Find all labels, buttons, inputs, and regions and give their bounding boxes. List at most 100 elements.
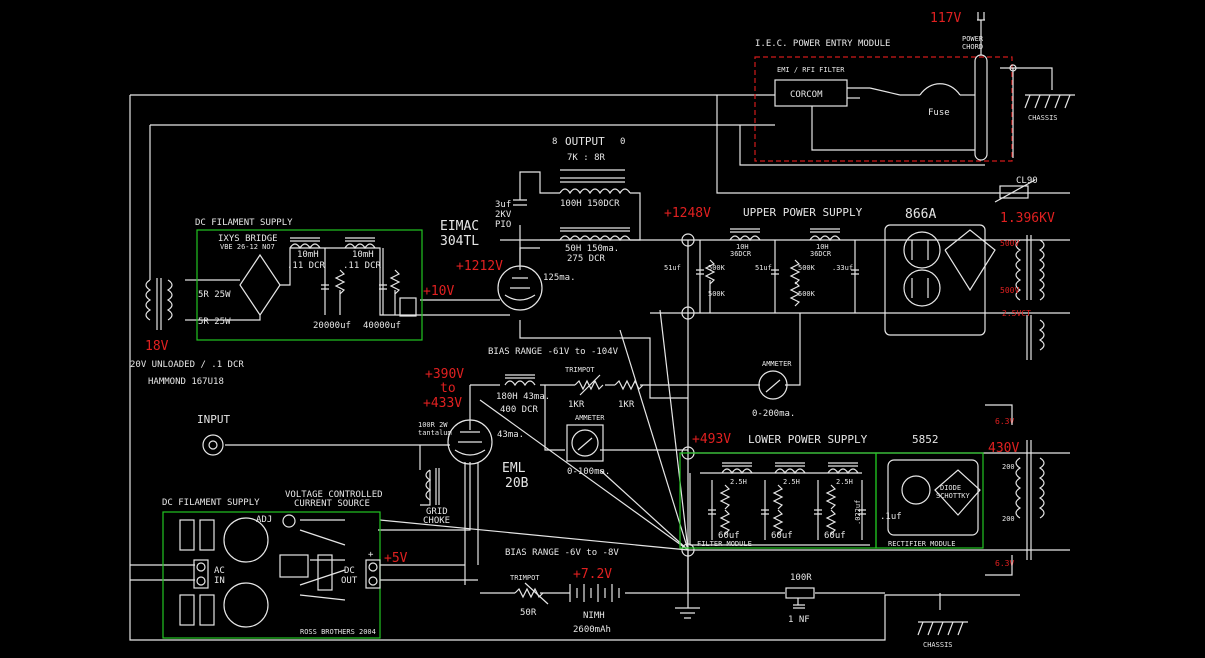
- upper-res-c: 500K: [798, 264, 816, 272]
- upper-b-plus-node: [681, 233, 695, 247]
- upper-res-a: 500K: [708, 264, 726, 272]
- output-pin-b: 0: [620, 137, 625, 147]
- rc-resistor: 100R: [790, 573, 812, 583]
- lower-ps-title: LOWER POWER SUPPLY: [748, 433, 868, 446]
- corcom-label: CORCOM: [790, 90, 823, 100]
- ammeter-icon: [758, 370, 788, 400]
- fil-top-ind-b-2: .11 DCR: [343, 261, 382, 271]
- grid-choke-a: GRID: [426, 507, 448, 517]
- input-label: INPUT: [197, 413, 230, 426]
- lower-ind-a: 2.5H: [730, 478, 747, 486]
- ground-node: [681, 543, 695, 557]
- fil-top-ind-b-1: 10mH: [352, 250, 374, 260]
- choke-spec-b: 275 DCR: [567, 254, 606, 264]
- fil-top-ind-a-1: 10mH: [297, 250, 319, 260]
- upper-ind-a-1: 10H: [736, 243, 749, 251]
- fil-top-cap-a: 20000uf: [313, 321, 351, 331]
- upper-ps-title: UPPER POWER SUPPLY: [743, 206, 863, 219]
- output-tube-plate-voltage: +1212V: [456, 259, 503, 274]
- lower-wind-b: 200: [1002, 515, 1015, 523]
- bias-lower-range: BIAS RANGE -6V to -8V: [505, 548, 619, 558]
- power-cord-label-a: POWER: [962, 35, 984, 43]
- primary-spec: 100H 150DCR: [560, 199, 620, 209]
- lower-cap-a: 60uf: [718, 531, 740, 541]
- rc-capacitor: 1 NF: [788, 615, 810, 625]
- driver-tube-envelope: [447, 419, 493, 465]
- fil-bot-credit: ROSS BROTHERS 2004: [300, 628, 376, 636]
- coupling-cap-b: 2KV: [495, 210, 512, 220]
- lower-ind-c: 2.5H: [836, 478, 853, 486]
- coupling-cap-a: 3uf: [495, 200, 511, 210]
- meter-b-range: 0-100ma.: [567, 467, 610, 477]
- mains-voltage: 117V: [930, 11, 961, 26]
- battery-type: NIMH: [583, 611, 605, 621]
- choke-spec-a: 50H 150ma.: [565, 244, 619, 254]
- lower-bias-network: BIAS RANGE -6V to -8V TRIMPOT 50R +7.2V …: [505, 548, 968, 649]
- bias-lower-r: 50R: [520, 608, 537, 618]
- upper-bias-network: BIAS RANGE -61V to -104V 180H 43ma. 400 …: [488, 347, 795, 477]
- fil-top-ind-a-2: .11 DCR: [287, 261, 326, 271]
- fuse-label: Fuse: [928, 108, 950, 118]
- rectifier-module-label: RECTIFIER MODULE: [888, 540, 955, 548]
- lower-fil-a: 6.3V: [995, 417, 1014, 426]
- output-impedance: 7K : 8R: [567, 153, 606, 163]
- fil-top-cap-b: 40000uf: [363, 321, 401, 331]
- chassis-ground-icon: [917, 621, 968, 636]
- upper-return-node: [681, 306, 695, 320]
- lower-cap-b: 60uf: [771, 531, 793, 541]
- driver-current: 43ma.: [497, 430, 524, 440]
- output-tube-envelope: [497, 265, 543, 311]
- driver-plate-v-c: +433V: [423, 396, 462, 411]
- upper-cap-b: 51uf: [755, 264, 772, 272]
- fil-top-xfmr-spec: 20V UNLOADED / .1 DCR: [130, 360, 244, 370]
- output-transformer: 8 OUTPUT 0 7K : 8R 100H 150DCR 50H 150ma…: [495, 135, 631, 264]
- grid-choke-b: CHOKE: [423, 516, 450, 526]
- fil-top-r-b: 5R 25W: [198, 317, 231, 327]
- fil-bot-adj: ADJ: [256, 515, 272, 525]
- upper-secondary-voltage: 1.396KV: [1000, 211, 1055, 226]
- meter-a-label: AMMETER: [762, 360, 792, 368]
- driver-name-a: EML: [502, 461, 526, 476]
- coupling-cap-c: PIO: [495, 220, 511, 230]
- driver-name-b: 20B: [505, 476, 529, 491]
- iec-module-outline: [754, 56, 1013, 162]
- chassis-ground-icon: [1024, 94, 1075, 109]
- battery-icon: [569, 584, 620, 602]
- upper-ind-b-1: 10H: [816, 243, 829, 251]
- grid-resistor-a: 100R 2W: [418, 421, 448, 429]
- power-cord-body: [974, 54, 988, 161]
- power-cord-label-b: CHORD: [962, 43, 983, 51]
- svg-text:+: +: [368, 550, 374, 560]
- main-wiring: [129, 94, 1070, 641]
- emi-filter-label: EMI / RFI FILTER: [777, 66, 845, 74]
- bias-upper-choke-b: 400 DCR: [500, 405, 539, 415]
- output-title: OUTPUT: [565, 135, 605, 148]
- lower-b-plus: +493V: [692, 432, 731, 447]
- iec-title: I.E.C. POWER ENTRY MODULE: [755, 39, 890, 49]
- lower-cap-c: 60uf: [824, 531, 846, 541]
- fuse-symbol: [919, 83, 961, 96]
- filament-module-outline-top: [196, 229, 423, 341]
- driver-plate-v-b: to: [440, 381, 456, 396]
- output-tube-304tl: EIMAC 304TL +1212V 125ma.: [440, 219, 576, 311]
- cl90-thermistor: CL90: [1016, 176, 1038, 186]
- bias-upper-r-a: 1KR: [568, 400, 585, 410]
- bias-lower-trimpot: TRIMPOT: [510, 574, 540, 582]
- upper-filament-winding: 2.5VCT: [1002, 309, 1031, 318]
- corcom-filter: [774, 79, 848, 107]
- dc-filament-supply-bottom: DC FILAMENT SUPPLY VOLTAGE CONTROLLED CU…: [162, 490, 408, 639]
- fil-bot-ac-b: IN: [214, 576, 225, 586]
- adj-pot-icon: [282, 514, 296, 528]
- rectifier-module-outline: [875, 452, 984, 549]
- input-jack-icon: [202, 434, 224, 456]
- chassis-label-top: CHASSIS: [1028, 114, 1058, 122]
- upper-res-b: 500K: [708, 290, 726, 298]
- bias-upper-trimpot: TRIMPOT: [565, 366, 595, 374]
- fil-top-bridge: IXYS BRIDGE: [218, 234, 278, 244]
- bridge-rectifier-icon: [239, 253, 281, 317]
- fil-top-r-a: 5R 25W: [198, 290, 231, 300]
- battery-capacity: 2600mAh: [573, 625, 611, 635]
- fil-bot-sub-a: VOLTAGE CONTROLLED: [285, 490, 383, 500]
- lower-fil-b: 6.3V: [995, 559, 1014, 568]
- bias-upper-range: BIAS RANGE -61V to -104V: [488, 347, 619, 357]
